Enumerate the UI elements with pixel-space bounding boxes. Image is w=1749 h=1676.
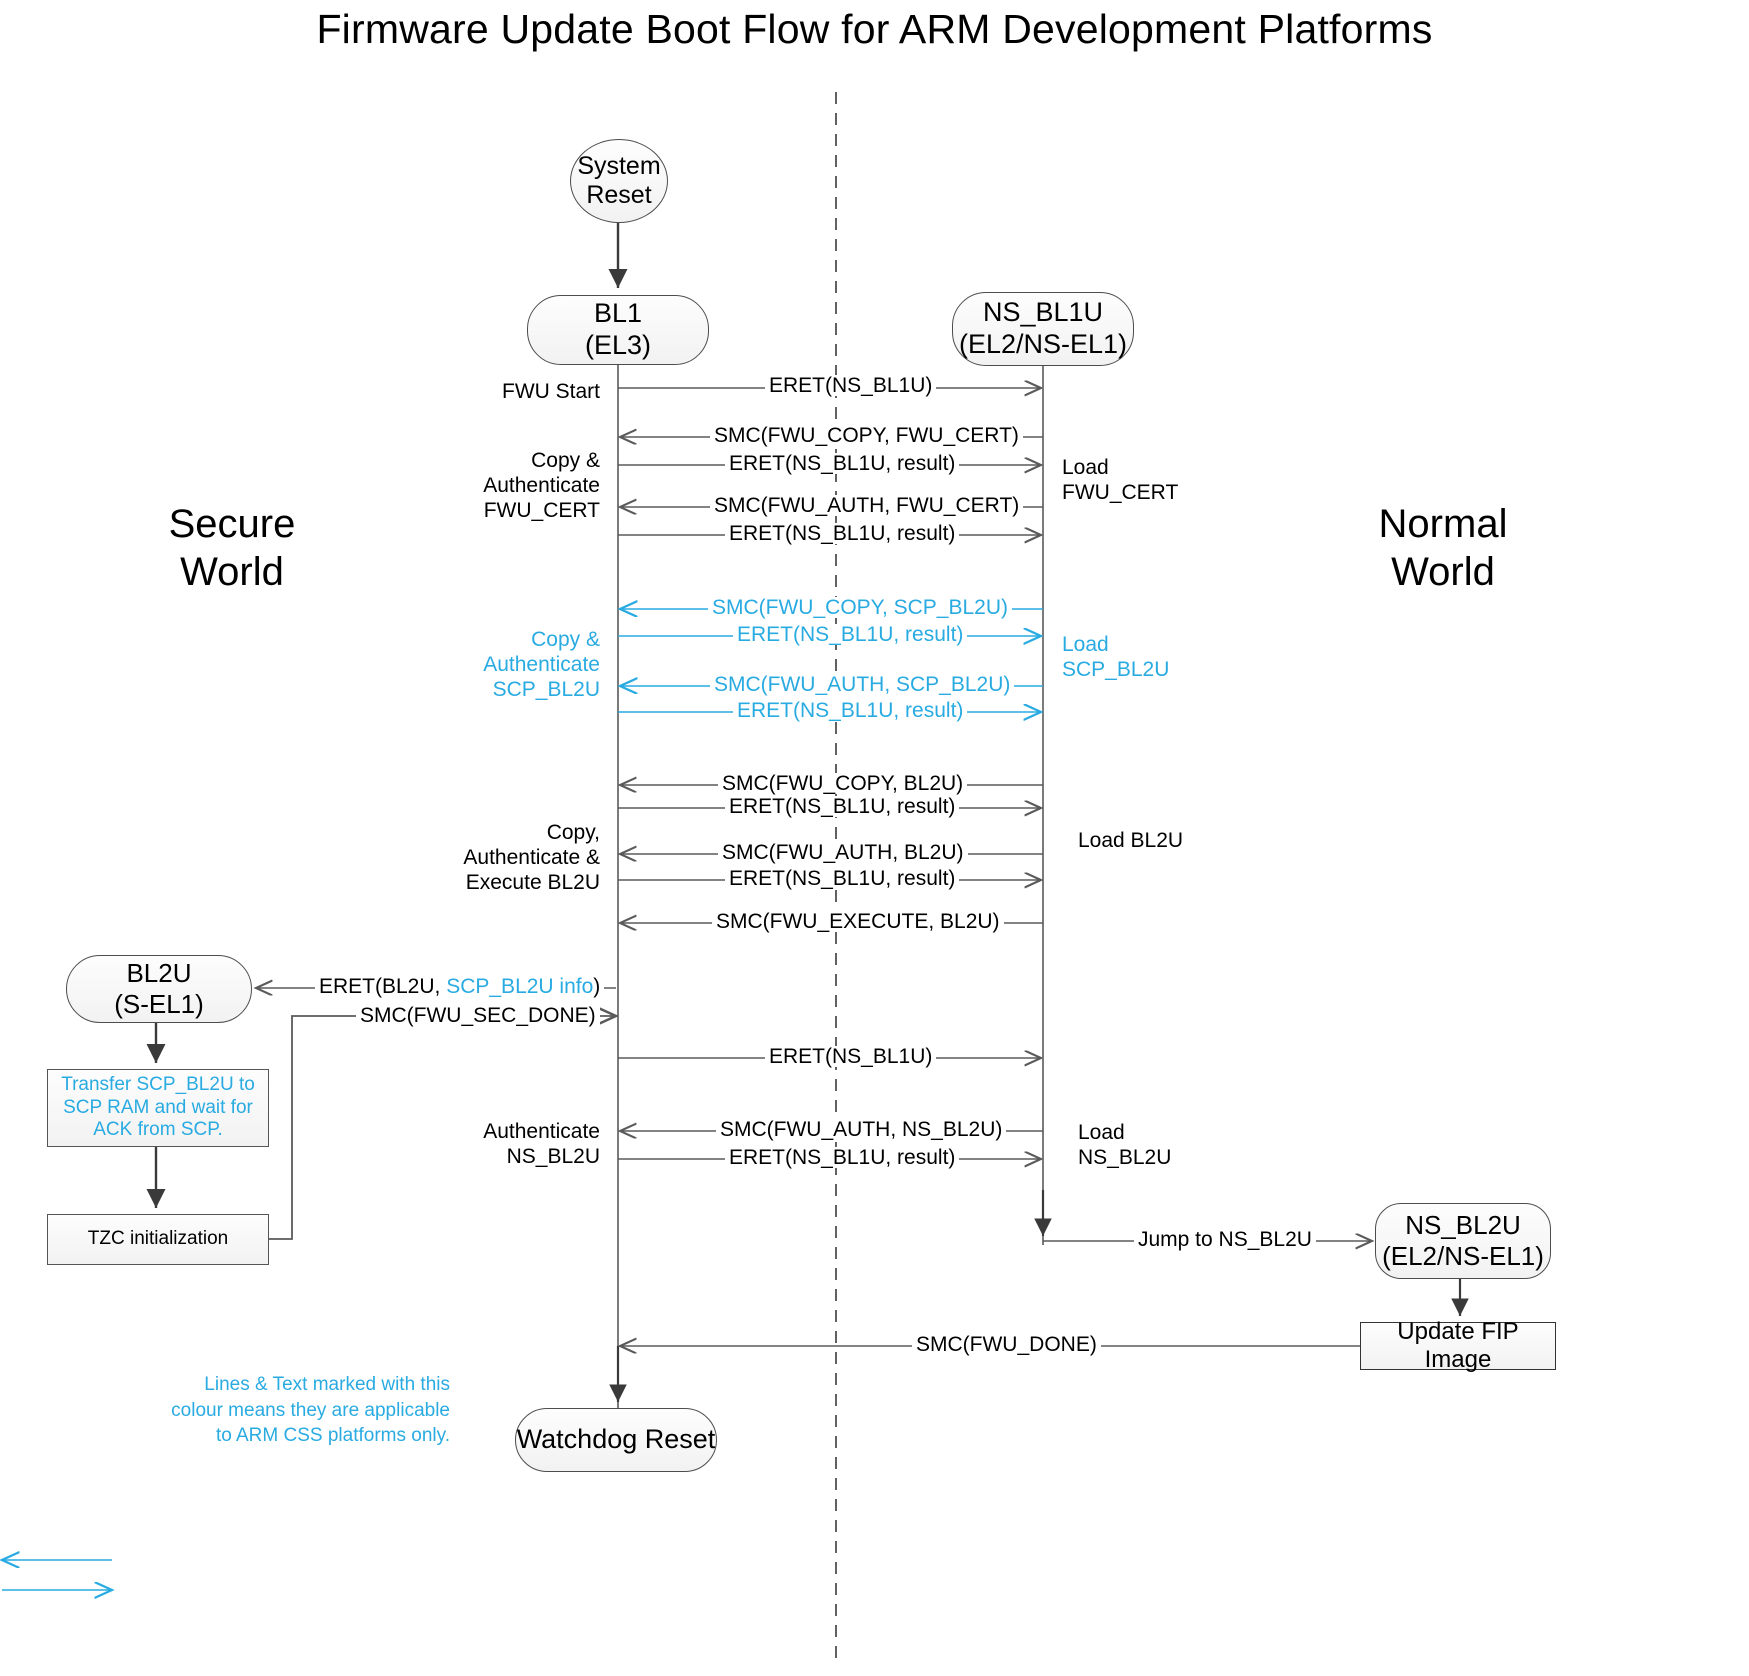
label-fwu-start: FWU Start: [502, 380, 600, 403]
message-label-m10: SMC(FWU_COPY, BL2U): [718, 773, 968, 794]
node-bl1-label: BL1(EL3): [584, 298, 652, 360]
node-ns-bl2u-label: NS_BL2U(EL2/NS-EL1): [1382, 1210, 1544, 1271]
message-label-m17: SMC(FWU_AUTH, NS_BL2U): [716, 1119, 1007, 1140]
message-label-m15: SMC(FWU_SEC_DONE): [356, 1005, 600, 1026]
message-label-m5: ERET(NS_BL1U, result): [725, 523, 960, 544]
label-copy-auth-exec-bl2u: Copy,Authenticate &Execute BL2U: [463, 821, 600, 895]
message-label-m13: ERET(NS_BL1U, result): [725, 868, 960, 889]
message-label-m18: ERET(NS_BL1U, result): [725, 1147, 960, 1168]
message-label-m16: ERET(NS_BL1U): [765, 1046, 937, 1067]
message-label-m19: Jump to NS_BL2U: [1134, 1229, 1316, 1250]
message-label-m3: ERET(NS_BL1U, result): [725, 453, 960, 474]
node-bl2u[interactable]: BL2U(S-EL1): [66, 955, 252, 1023]
message-label-m14: SMC(FWU_EXECUTE, BL2U): [712, 911, 1004, 932]
message-label-m1: ERET(NS_BL1U): [765, 375, 937, 396]
message-label-m6: SMC(FWU_COPY, SCP_BL2U): [708, 597, 1013, 618]
message-label-m7: ERET(NS_BL1U, result): [733, 624, 968, 645]
message-label-m11: ERET(NS_BL1U, result): [725, 796, 960, 817]
message-label-m8: SMC(FWU_AUTH, SCP_BL2U): [710, 674, 1015, 695]
node-bl1[interactable]: BL1(EL3): [527, 295, 709, 365]
node-watchdog-reset[interactable]: Watchdog Reset: [515, 1408, 717, 1472]
box-tzc-initialization[interactable]: TZC initialization: [47, 1214, 269, 1265]
message-label-m9: ERET(NS_BL1U, result): [733, 700, 968, 721]
page-title: Firmware Update Boot Flow for ARM Develo…: [316, 6, 1433, 52]
eret-bl2u-prefix: ERET(BL2U,: [319, 975, 447, 998]
message-label-eret-bl2u: ERET(BL2U, SCP_BL2U info): [315, 975, 605, 998]
box-tzc-initialization-label: TZC initialization: [87, 1228, 229, 1250]
node-watchdog-reset-label: Watchdog Reset: [516, 1424, 716, 1455]
message-label-m4: SMC(FWU_AUTH, FWU_CERT): [710, 495, 1024, 516]
node-ns-bl2u[interactable]: NS_BL2U(EL2/NS-EL1): [1375, 1203, 1551, 1279]
box-update-fip-image-label: Update FIP Image: [1397, 1317, 1519, 1373]
node-ns-bl1u[interactable]: NS_BL1U(EL2/NS-EL1): [952, 292, 1134, 366]
node-bl2u-label: BL2U(S-EL1): [114, 958, 204, 1019]
box-update-fip-image[interactable]: Update FIP Image: [1360, 1318, 1556, 1373]
message-label-m2: SMC(FWU_COPY, FWU_CERT): [710, 425, 1023, 446]
message-label-m12: SMC(FWU_AUTH, BL2U): [718, 842, 968, 863]
label-load-bl2u: Load BL2U: [1078, 829, 1184, 852]
eret-bl2u-suffix: ): [593, 975, 601, 998]
message-label-m20: SMC(FWU_DONE): [912, 1334, 1101, 1355]
node-ns-bl1u-label: NS_BL1U(EL2/NS-EL1): [958, 297, 1128, 359]
eret-bl2u-accent: SCP_BL2U info: [446, 975, 594, 998]
